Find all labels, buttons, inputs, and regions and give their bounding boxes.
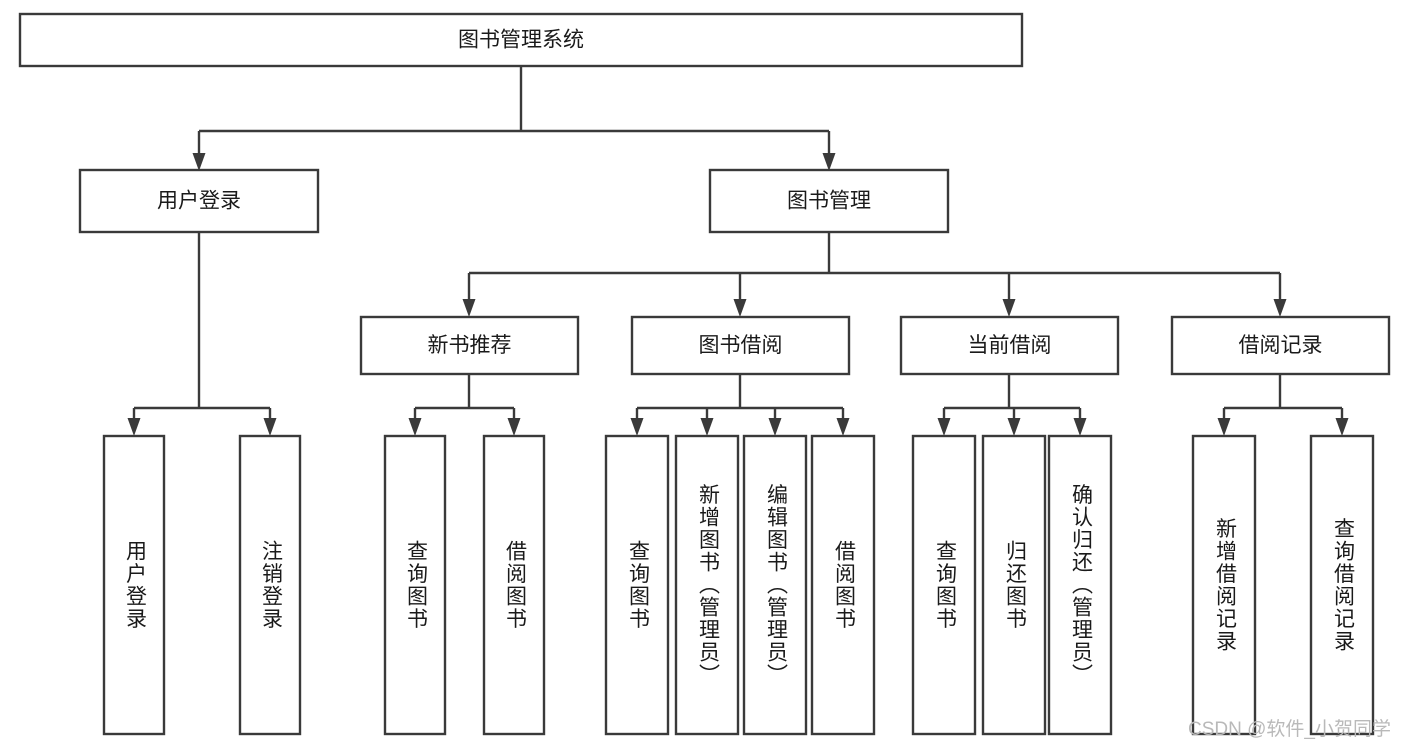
node-box — [899, 315, 1120, 376]
node-leaf-add-book-admin[interactable]: 新增图书（管理员） — [674, 434, 740, 736]
node-label: 图书借阅 — [699, 334, 783, 357]
connector-root — [192, 66, 836, 171]
node-label: 确认归还（管理员） — [1069, 484, 1093, 687]
node-label: 新增借阅记录 — [1213, 518, 1237, 653]
connector-book-management — [462, 232, 1287, 317]
node-box — [482, 434, 546, 736]
node-leaf-query-book-borrow[interactable]: 查询图书 — [604, 434, 670, 736]
node-book-management[interactable]: 图书管理 — [708, 168, 950, 234]
node-box — [708, 168, 950, 234]
node-label: 借阅图书 — [503, 540, 527, 630]
node-box — [78, 168, 320, 234]
node-label: 借阅记录 — [1239, 334, 1323, 357]
node-box — [18, 12, 1024, 68]
connector-borrow-record — [1217, 374, 1349, 436]
node-box — [359, 315, 580, 376]
node-label: 当前借阅 — [968, 334, 1052, 357]
node-current-borrow[interactable]: 当前借阅 — [899, 315, 1120, 376]
node-label: 归还图书 — [1003, 540, 1027, 630]
node-leaf-query-book-current[interactable]: 查询图书 — [911, 434, 977, 736]
node-leaf-add-borrow-record[interactable]: 新增借阅记录 — [1191, 434, 1257, 736]
connector-layer — [127, 66, 1349, 436]
node-label: 查询图书 — [933, 540, 957, 630]
node-leaf-edit-book-admin[interactable]: 编辑图书（管理员） — [742, 434, 808, 736]
node-leaf-user-login[interactable]: 用户登录 — [102, 434, 166, 736]
node-leaf-confirm-return-admin[interactable]: 确认归还（管理员） — [1047, 434, 1113, 736]
node-layer: 图书管理系统用户登录图书管理新书推荐图书借阅当前借阅借阅记录用户登录注销登录查询… — [18, 12, 1391, 736]
node-box — [810, 434, 876, 736]
node-leaf-borrow-book-recommend[interactable]: 借阅图书 — [482, 434, 546, 736]
node-leaf-return-book[interactable]: 归还图书 — [981, 434, 1047, 736]
node-box — [911, 434, 977, 736]
node-box — [604, 434, 670, 736]
node-label: 用户登录 — [123, 540, 147, 630]
node-label: 注销登录 — [259, 540, 283, 630]
node-box — [1047, 434, 1113, 736]
node-label: 图书管理 — [787, 190, 871, 213]
connector-current-borrow — [937, 374, 1087, 436]
node-new-book-recommend[interactable]: 新书推荐 — [359, 315, 580, 376]
node-label: 查询图书 — [404, 540, 428, 630]
node-root[interactable]: 图书管理系统 — [18, 12, 1024, 68]
node-box — [674, 434, 740, 736]
connector-new-book-recommend — [408, 374, 521, 436]
node-label: 查询图书 — [626, 540, 650, 630]
node-leaf-borrow-book[interactable]: 借阅图书 — [810, 434, 876, 736]
node-box — [102, 434, 166, 736]
node-label: 查询借阅记录 — [1331, 518, 1355, 653]
node-box — [630, 315, 851, 376]
node-box — [238, 434, 302, 736]
node-box — [981, 434, 1047, 736]
connector-user-login — [127, 232, 277, 436]
node-borrow-record[interactable]: 借阅记录 — [1170, 315, 1391, 376]
node-label: 新书推荐 — [428, 334, 512, 357]
node-box — [1309, 434, 1375, 736]
node-book-borrow[interactable]: 图书借阅 — [630, 315, 851, 376]
node-leaf-logout-login[interactable]: 注销登录 — [238, 434, 302, 736]
node-label: 新增图书（管理员） — [696, 484, 720, 687]
connector-book-borrow — [630, 374, 850, 436]
node-box — [742, 434, 808, 736]
node-box — [383, 434, 447, 736]
node-box — [1170, 315, 1391, 376]
node-leaf-query-borrow-record[interactable]: 查询借阅记录 — [1309, 434, 1375, 736]
node-label: 用户登录 — [157, 190, 241, 213]
node-leaf-query-book-recommend[interactable]: 查询图书 — [383, 434, 447, 736]
node-label: 借阅图书 — [832, 540, 856, 630]
node-label: 编辑图书（管理员） — [764, 484, 788, 687]
node-box — [1191, 434, 1257, 736]
node-label: 图书管理系统 — [458, 29, 584, 52]
node-user-login[interactable]: 用户登录 — [78, 168, 320, 234]
